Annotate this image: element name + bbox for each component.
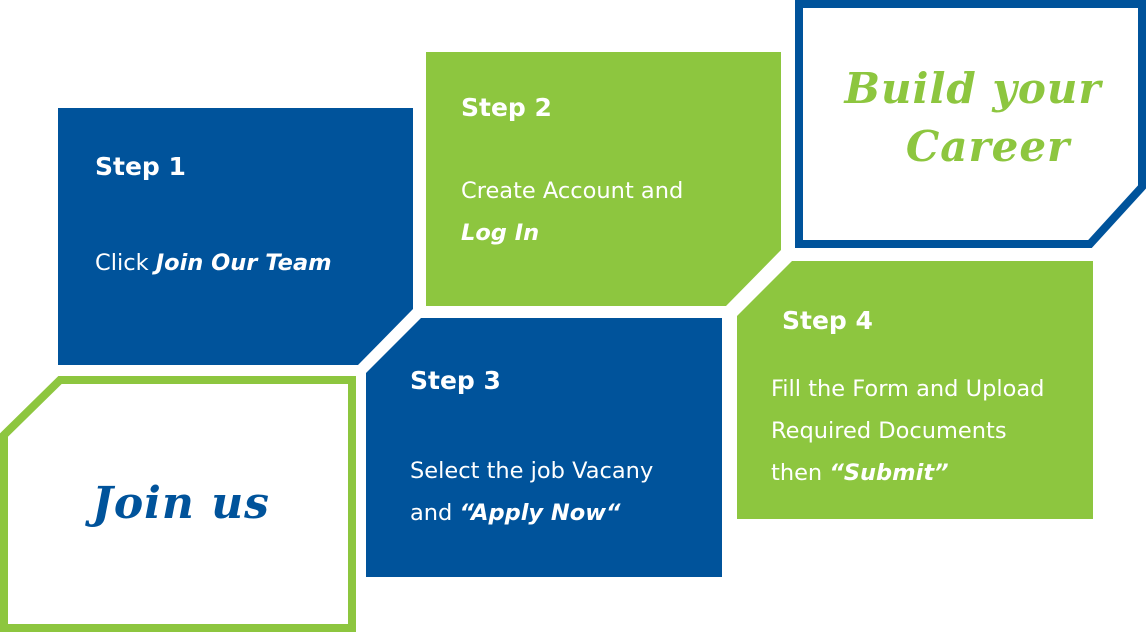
step-1-text-plain: Click [95,250,156,276]
step-4-line-3-plain: then [771,460,830,486]
heading-line-1: Build your [844,64,1102,113]
step-1-card: Step 1 Click Join Our Team [58,108,413,365]
heading-line-2: Career [905,122,1071,171]
step-3-line-2-bold: “Apply Now“ [459,500,621,526]
step-2-line-2-bold: Log In [461,220,540,246]
step-1-text: Click Join Our Team [95,242,332,284]
join-us-border [0,376,356,632]
build-career-border [795,0,1146,248]
step-2-title: Step 2 [461,93,552,122]
step-2-line-1: Create Account and [461,178,684,204]
step-4-line-1: Fill the Form and Upload [771,376,1045,402]
step-3-line-2-plain: and [410,500,460,526]
step-3-title: Step 3 [410,366,501,395]
step-2-card: Step 2 Create Account and Log In [426,52,781,306]
join-us-heading: Join us [92,478,270,529]
step-4-line-3-bold: “Submit” [829,460,949,486]
step-1-title: Step 1 [95,152,186,181]
step-3-line-1: Select the job Vacany [410,458,654,484]
step-3-text: Select the job Vacany and “Apply Now“ [410,450,653,534]
step-4-card: Step 4 Fill the Form and Upload Required… [737,261,1093,519]
step-3-card: Step 3 Select the job Vacany and “Apply … [366,318,722,577]
step-4-title: Step 4 [782,306,873,335]
step-4-line-2: Required Documents [771,418,1007,444]
step-4-text: Fill the Form and Upload Required Docume… [771,368,1044,494]
step-2-text: Create Account and Log In [461,170,683,254]
step-1-text-bold: Join Our Team [155,250,332,276]
build-your-career-heading: Build your Career [838,60,1108,176]
